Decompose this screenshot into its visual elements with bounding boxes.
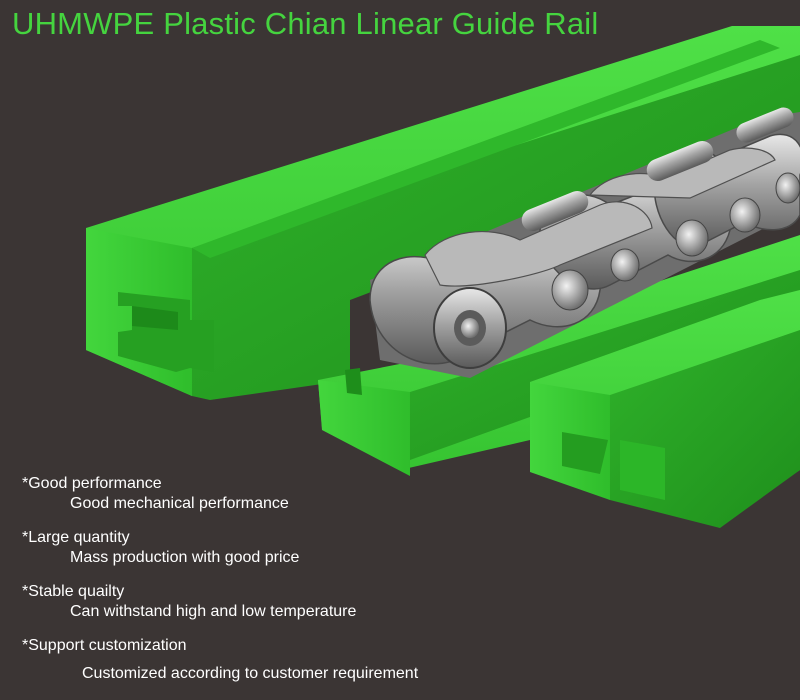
feature-item-customization: *Support customization Customized accord… [22,636,582,684]
large-guide-rail [86,26,800,400]
feature-heading: *Stable quailty [22,583,125,600]
feature-heading: *Large quantity [22,529,130,546]
feature-heading: *Good performance [22,475,162,492]
feature-description: Customized according to customer require… [82,665,419,682]
feature-heading: *Support customization [22,637,187,654]
feature-description: Mass production with good price [70,549,300,566]
page-title: UHMWPE Plastic Chian Linear Guide Rail [12,6,599,41]
roller-chain [369,107,800,378]
feature-item-quality: *Stable quailty Can withstand high and l… [22,582,582,622]
feature-description: Good mechanical performance [70,495,289,512]
small-guide-rail [530,290,800,528]
feature-description: Can withstand high and low temperature [70,603,357,620]
feature-item-performance: *Good performance Good mechanical perfor… [22,474,582,514]
feature-item-quantity: *Large quantity Mass production with goo… [22,528,582,568]
